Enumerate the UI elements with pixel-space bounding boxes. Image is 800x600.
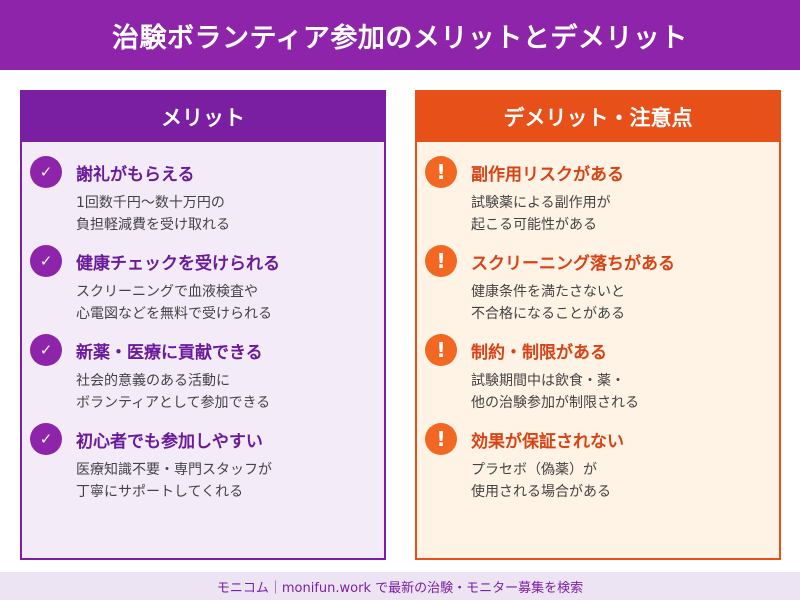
merit-item-title: 健康チェックを受けられる [76, 254, 280, 274]
merit-item-desc: 1回数千円〜数十万円の 負担軽減費を受け取れる [76, 192, 230, 236]
merit-item-title: 初心者でも参加しやすい [76, 432, 263, 452]
demerit-item-title: スクリーニング落ちがある [471, 254, 675, 274]
check-icon: ✓ [30, 156, 62, 188]
desc-line: 試験薬による副作用が [471, 195, 611, 211]
demerit-item: ! 効果が保証されない プラセボ（偽薬）が 使用される場合がある [425, 421, 771, 501]
desc-line: 心電図などを無料で受けられる [76, 306, 272, 322]
merit-item: ✓ 新薬・医療に貢献できる 社会的意義のある活動に ボランティアとして参加できる [30, 332, 376, 412]
desc-line: ボランティアとして参加できる [76, 395, 271, 411]
page-header: 治験ボランティア参加のメリットとデメリット [0, 0, 800, 70]
demerit-item: ! スクリーニング落ちがある 健康条件を満たさないと 不合格になることがある [425, 243, 771, 323]
page-title: 治験ボランティア参加のメリットとデメリット [112, 22, 688, 54]
desc-line: 使用される場合がある [471, 484, 611, 500]
demerit-heading: デメリット・注意点 [417, 92, 779, 142]
desc-line: 健康条件を満たさないと [471, 284, 625, 300]
demerit-item-desc: 試験薬による副作用が 起こる可能性がある [471, 192, 611, 236]
desc-line: 他の治験参加が制限される [471, 395, 639, 411]
merit-item-desc: スクリーニングで血液検査や 心電図などを無料で受けられる [76, 281, 272, 325]
demerit-item: ! 制約・制限がある 試験期間中は飲食・薬・ 他の治験参加が制限される [425, 332, 771, 412]
desc-line: スクリーニングで血液検査や [76, 284, 258, 300]
demerit-item: ! 副作用リスクがある 試験薬による副作用が 起こる可能性がある [425, 154, 771, 234]
demerit-item-title: 副作用リスクがある [471, 165, 624, 185]
demerit-panel: デメリット・注意点 ! 副作用リスクがある 試験薬による副作用が 起こる可能性が… [415, 90, 781, 560]
demerit-item-desc: プラセボ（偽薬）が 使用される場合がある [471, 459, 611, 503]
merit-item-desc: 医療知識不要・専門スタッフが 丁寧にサポートしてくれる [76, 459, 272, 503]
desc-line: 1回数千円〜数十万円の [76, 195, 225, 211]
desc-line: 試験期間中は飲食・薬・ [471, 373, 625, 389]
merit-item: ✓ 初心者でも参加しやすい 医療知識不要・専門スタッフが 丁寧にサポートしてくれ… [30, 421, 376, 501]
desc-line: 不合格になることがある [471, 306, 625, 322]
check-icon: ✓ [30, 245, 62, 277]
merit-item-title: 新薬・医療に貢献できる [76, 343, 263, 363]
exclamation-icon: ! [425, 423, 457, 455]
merit-panel: メリット ✓ 謝礼がもらえる 1回数千円〜数十万円の 負担軽減費を受け取れる ✓… [20, 90, 386, 560]
merit-heading: メリット [22, 92, 384, 142]
demerit-item-desc: 試験期間中は飲食・薬・ 他の治験参加が制限される [471, 370, 639, 414]
exclamation-icon: ! [425, 245, 457, 277]
check-icon: ✓ [30, 423, 62, 455]
merit-item: ✓ 健康チェックを受けられる スクリーニングで血液検査や 心電図などを無料で受け… [30, 243, 376, 323]
desc-line: 医療知識不要・専門スタッフが [76, 462, 272, 478]
demerit-item-title: 制約・制限がある [471, 343, 607, 363]
desc-line: プラセボ（偽薬）が [471, 462, 597, 478]
check-icon: ✓ [30, 334, 62, 366]
desc-line: 起こる可能性がある [471, 217, 597, 233]
exclamation-icon: ! [425, 156, 457, 188]
footer-bar: モニコム｜monifun.work で最新の治験・モニター募集を検索 [0, 572, 800, 600]
merit-item-title: 謝礼がもらえる [76, 165, 195, 185]
demerit-item-title: 効果が保証されない [471, 432, 624, 452]
merit-item: ✓ 謝礼がもらえる 1回数千円〜数十万円の 負担軽減費を受け取れる [30, 154, 376, 234]
demerit-item-desc: 健康条件を満たさないと 不合格になることがある [471, 281, 625, 325]
desc-line: 負担軽減費を受け取れる [76, 217, 230, 233]
exclamation-icon: ! [425, 334, 457, 366]
footer-text: モニコム｜monifun.work で最新の治験・モニター募集を検索 [216, 580, 584, 596]
merit-item-desc: 社会的意義のある活動に ボランティアとして参加できる [76, 370, 270, 414]
desc-line: 丁寧にサポートしてくれる [76, 484, 244, 500]
desc-line: 社会的意義のある活動に [76, 373, 230, 389]
